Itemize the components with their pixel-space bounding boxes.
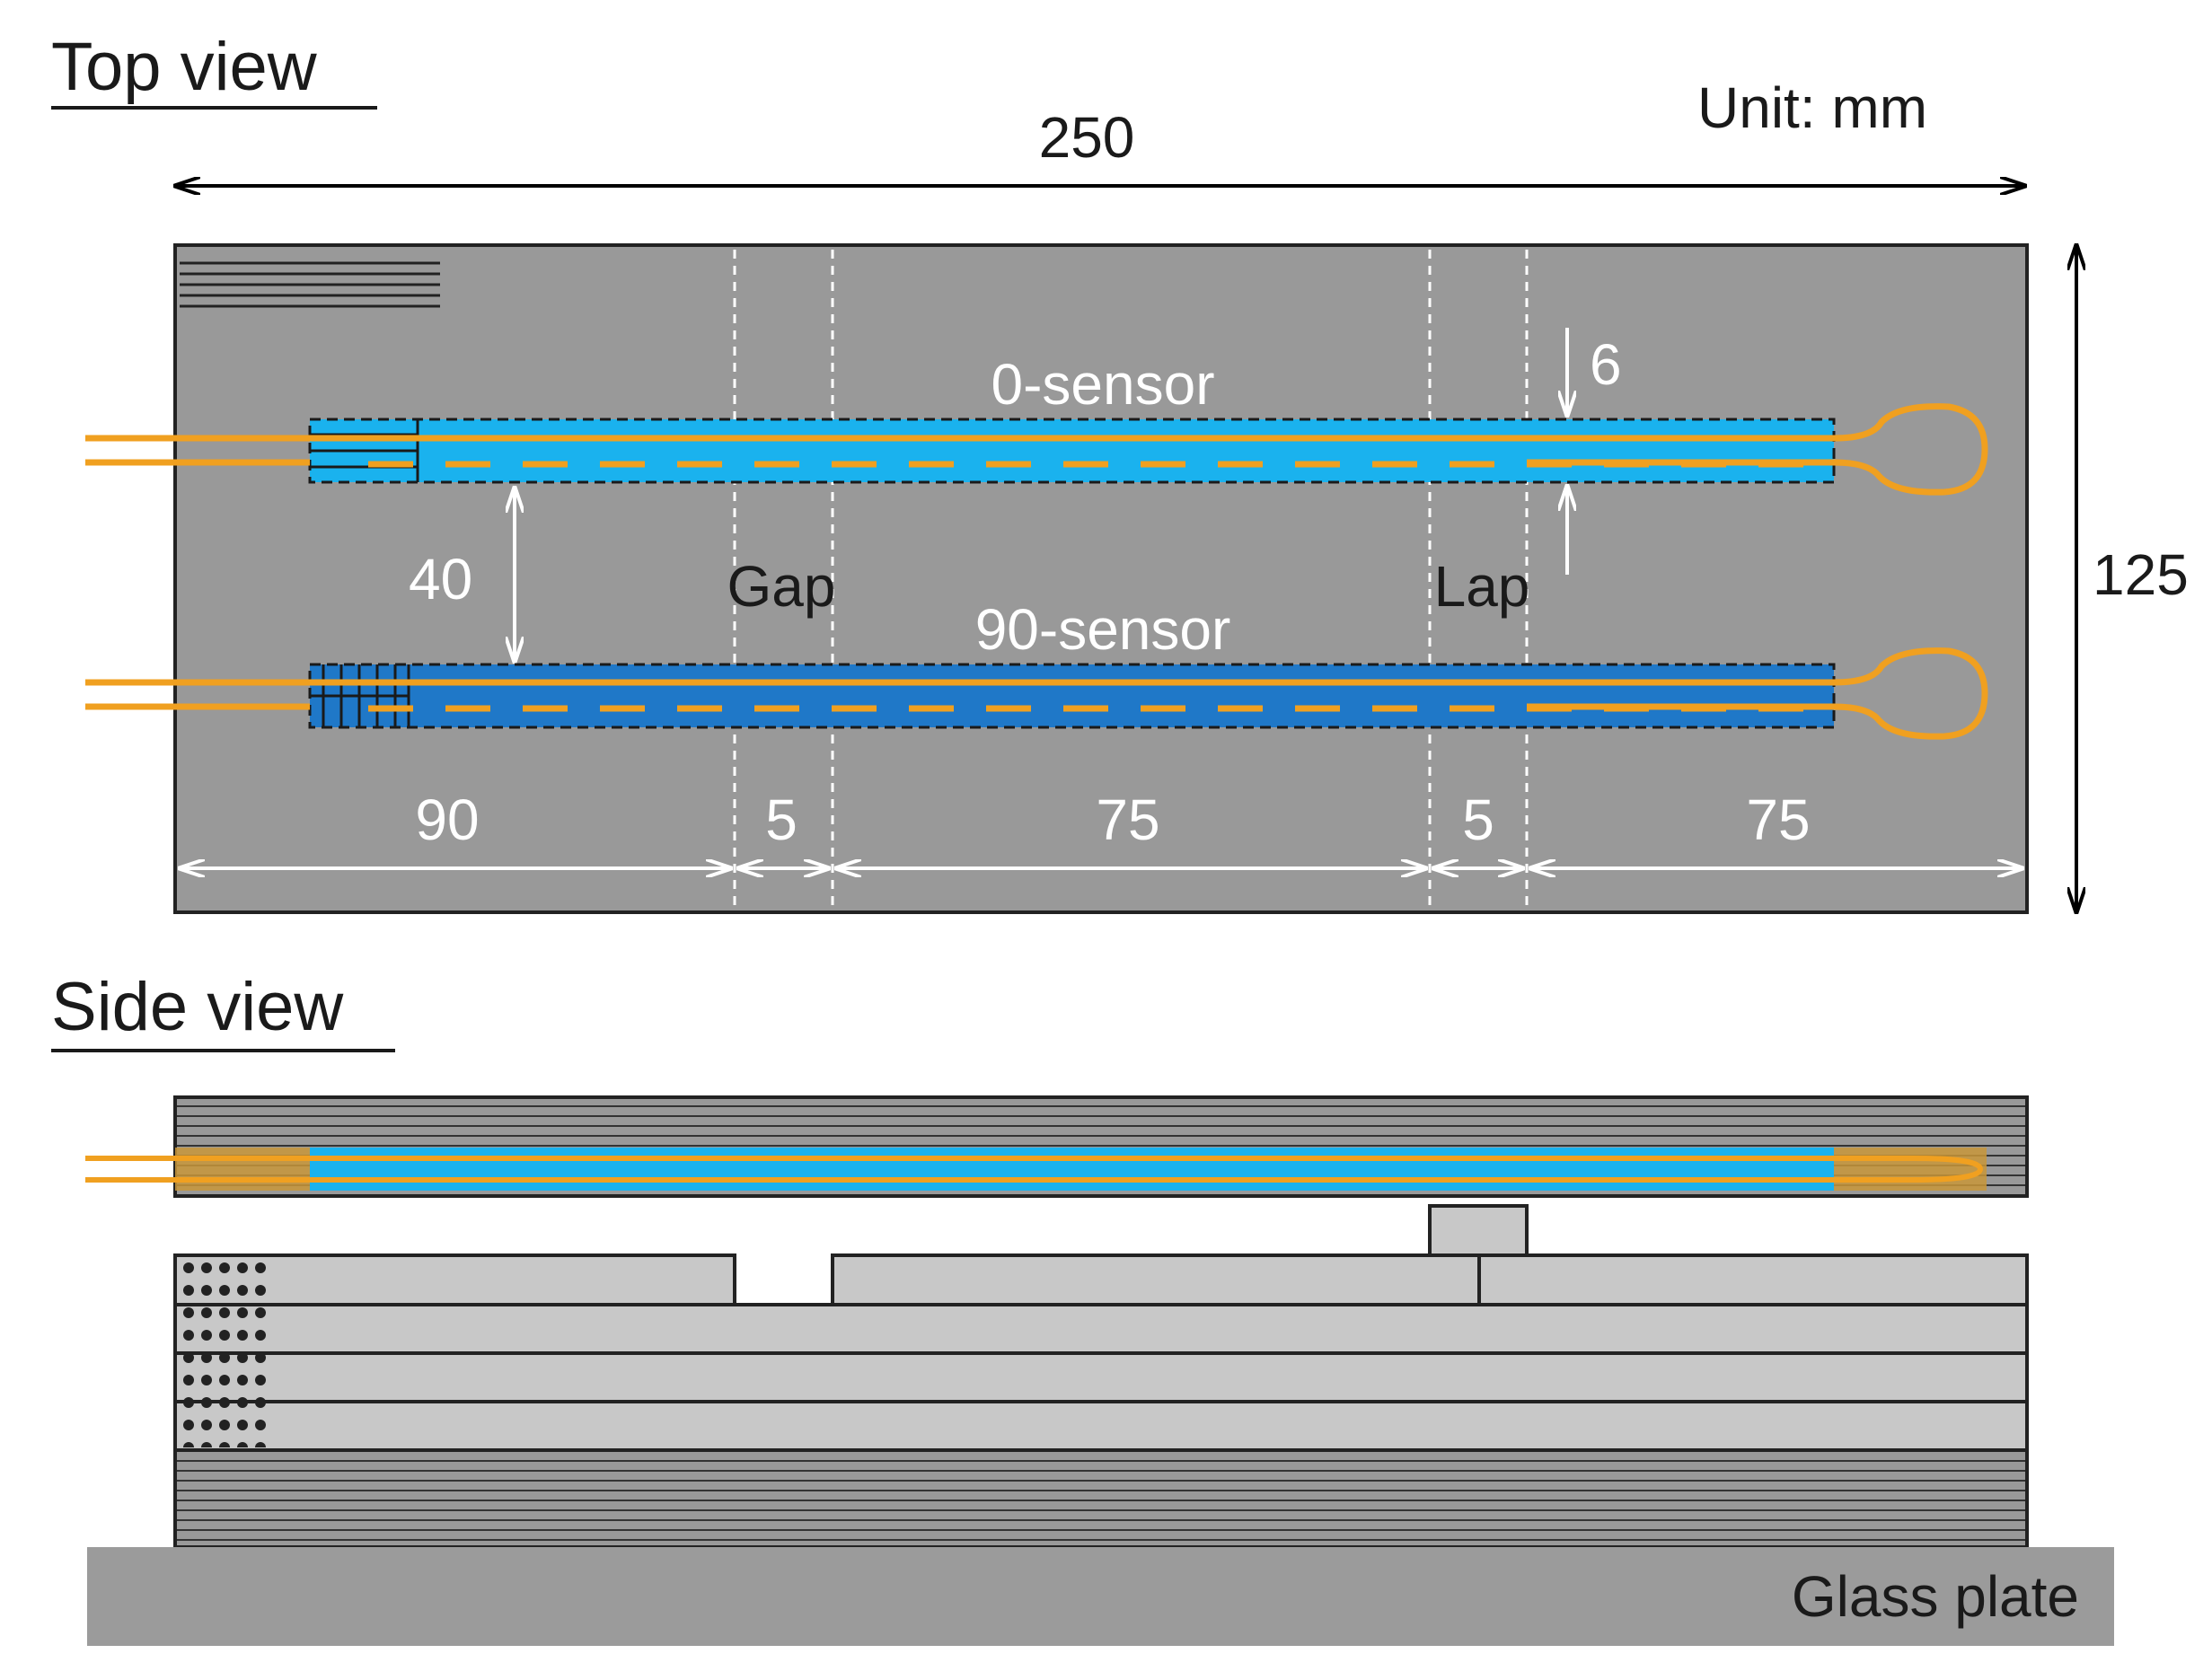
laminate-plate bbox=[173, 243, 2029, 914]
top-view-title: Top view bbox=[51, 29, 318, 105]
side-sensor-layer bbox=[310, 1148, 1834, 1191]
fiber-end-dots bbox=[180, 1259, 269, 1447]
top-ply-lap-end bbox=[1477, 1253, 2029, 1306]
top-view: Top view Unit: mm 250 bbox=[51, 29, 2189, 914]
ply-stripes bbox=[180, 261, 440, 308]
glass-plate bbox=[87, 1547, 2114, 1646]
light-ply-3 bbox=[173, 1351, 2029, 1403]
segment-label-4: 5 bbox=[1462, 787, 1494, 852]
sensor-90-label: 90-sensor bbox=[975, 597, 1231, 662]
sensor-90-patch bbox=[308, 663, 1836, 729]
top-ply-right bbox=[831, 1253, 1481, 1306]
side-fiber-coat-right bbox=[1834, 1148, 1987, 1191]
segment-label-3: 75 bbox=[1096, 787, 1159, 852]
side-fiber bbox=[85, 1156, 1984, 1183]
side-fiber-coat-left bbox=[175, 1148, 310, 1191]
side-view: Side view Glass plate bbox=[51, 969, 2114, 1646]
sensor-90: 90-sensor bbox=[85, 597, 1988, 740]
light-ply-4 bbox=[173, 1400, 2029, 1452]
light-ply-2 bbox=[173, 1303, 2029, 1355]
gap-label: Gap bbox=[727, 554, 836, 619]
segment-label-5: 75 bbox=[1746, 787, 1810, 852]
side-view-title: Side view bbox=[51, 969, 344, 1045]
lower-ply-block bbox=[173, 1448, 2029, 1549]
overall-length-label: 250 bbox=[1039, 105, 1135, 170]
unit-label: Unit: mm bbox=[1697, 75, 1927, 140]
sensor-0-patch bbox=[308, 418, 1836, 484]
sensor-0-fiber-solid bbox=[85, 403, 1988, 496]
sensor-90-connector bbox=[310, 664, 410, 727]
section-dividers bbox=[733, 250, 1529, 909]
lap-piece bbox=[1428, 1204, 1529, 1257]
lower-ply-stripes bbox=[177, 1460, 2025, 1541]
sensor-0: 0-sensor bbox=[85, 352, 1988, 496]
segment-label-1: 90 bbox=[415, 787, 479, 852]
sensor-spacing-label: 40 bbox=[409, 547, 472, 611]
lap-label: Lap bbox=[1434, 554, 1530, 619]
overall-width-label: 125 bbox=[2093, 542, 2189, 607]
sensor-0-label: 0-sensor bbox=[991, 352, 1215, 417]
glass-plate-label: Glass plate bbox=[1792, 1564, 2079, 1629]
sensor-90-fiber-solid bbox=[85, 647, 1988, 740]
segment-label-2: 5 bbox=[765, 787, 798, 852]
sensor-width-label: 6 bbox=[1590, 332, 1622, 397]
